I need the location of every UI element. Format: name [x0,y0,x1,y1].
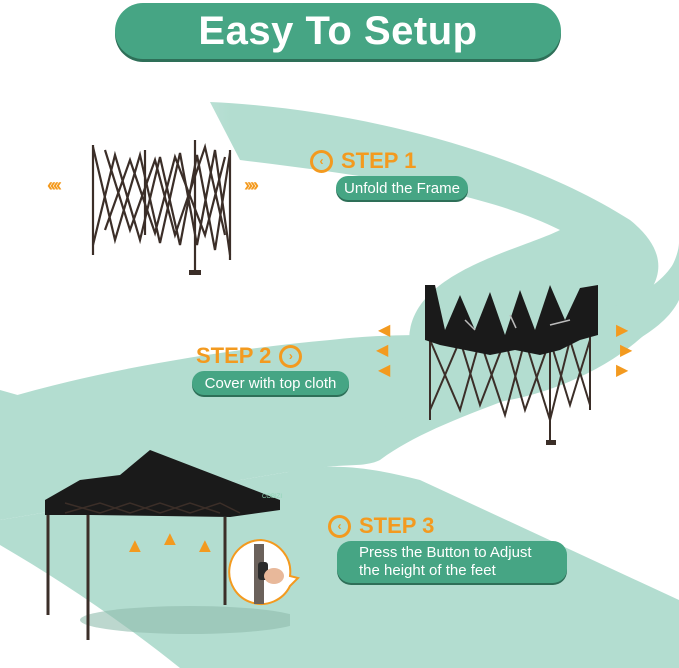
title-banner: Easy To Setup [115,3,561,59]
step-3-description-line-1: Press the Button to Adjust [359,544,532,561]
expand-right-chevrons-icon: ›››› [244,175,259,195]
step-3-label: STEP 3 [359,513,435,538]
arrow-left-icon: ◀ [376,342,389,359]
folded-frame-image [91,140,232,275]
step-2-heading: STEP 2 › [196,343,303,369]
expand-left-chevrons-icon: ‹‹‹‹ [47,175,62,195]
chevron-left-circle-icon: ‹ [310,149,333,173]
chevron-right-circle-icon: › [279,344,303,368]
step-3-heading: ‹ STEP 3 [328,513,434,539]
adjust-button-callout [228,538,300,605]
step-1-label: STEP 1 [341,148,417,173]
arrow-right-icon: ▶ [616,322,629,339]
arrow-right-icon: ▶ [620,342,633,359]
chevron-left-circle-icon: ‹ [328,514,351,538]
step-1-heading: ‹ STEP 1 [310,148,416,174]
step-3-description-line-2: the height of the feet [359,562,496,579]
step-2-description: Cover with top cloth [192,371,349,395]
arrow-left-icon: ◀ [378,322,391,339]
step-1-description: Unfold the Frame [336,176,468,200]
page-title: Easy To Setup [198,8,478,53]
step-2-label: STEP 2 [196,343,272,368]
brand-logo: COBIZI [262,494,282,500]
arrow-left-icon: ◀ [378,362,391,379]
arrow-up-icon: ▲ [195,535,215,557]
canopy-tent-image: COBIZI [45,450,290,640]
arrow-up-icon: ▲ [125,535,145,557]
arrow-right-icon: ▶ [616,362,629,379]
step-3-description: Press the Button to Adjust the height of… [337,541,567,583]
frame-with-cloth-image [425,285,598,445]
arrow-up-icon: ▲ [160,528,180,550]
